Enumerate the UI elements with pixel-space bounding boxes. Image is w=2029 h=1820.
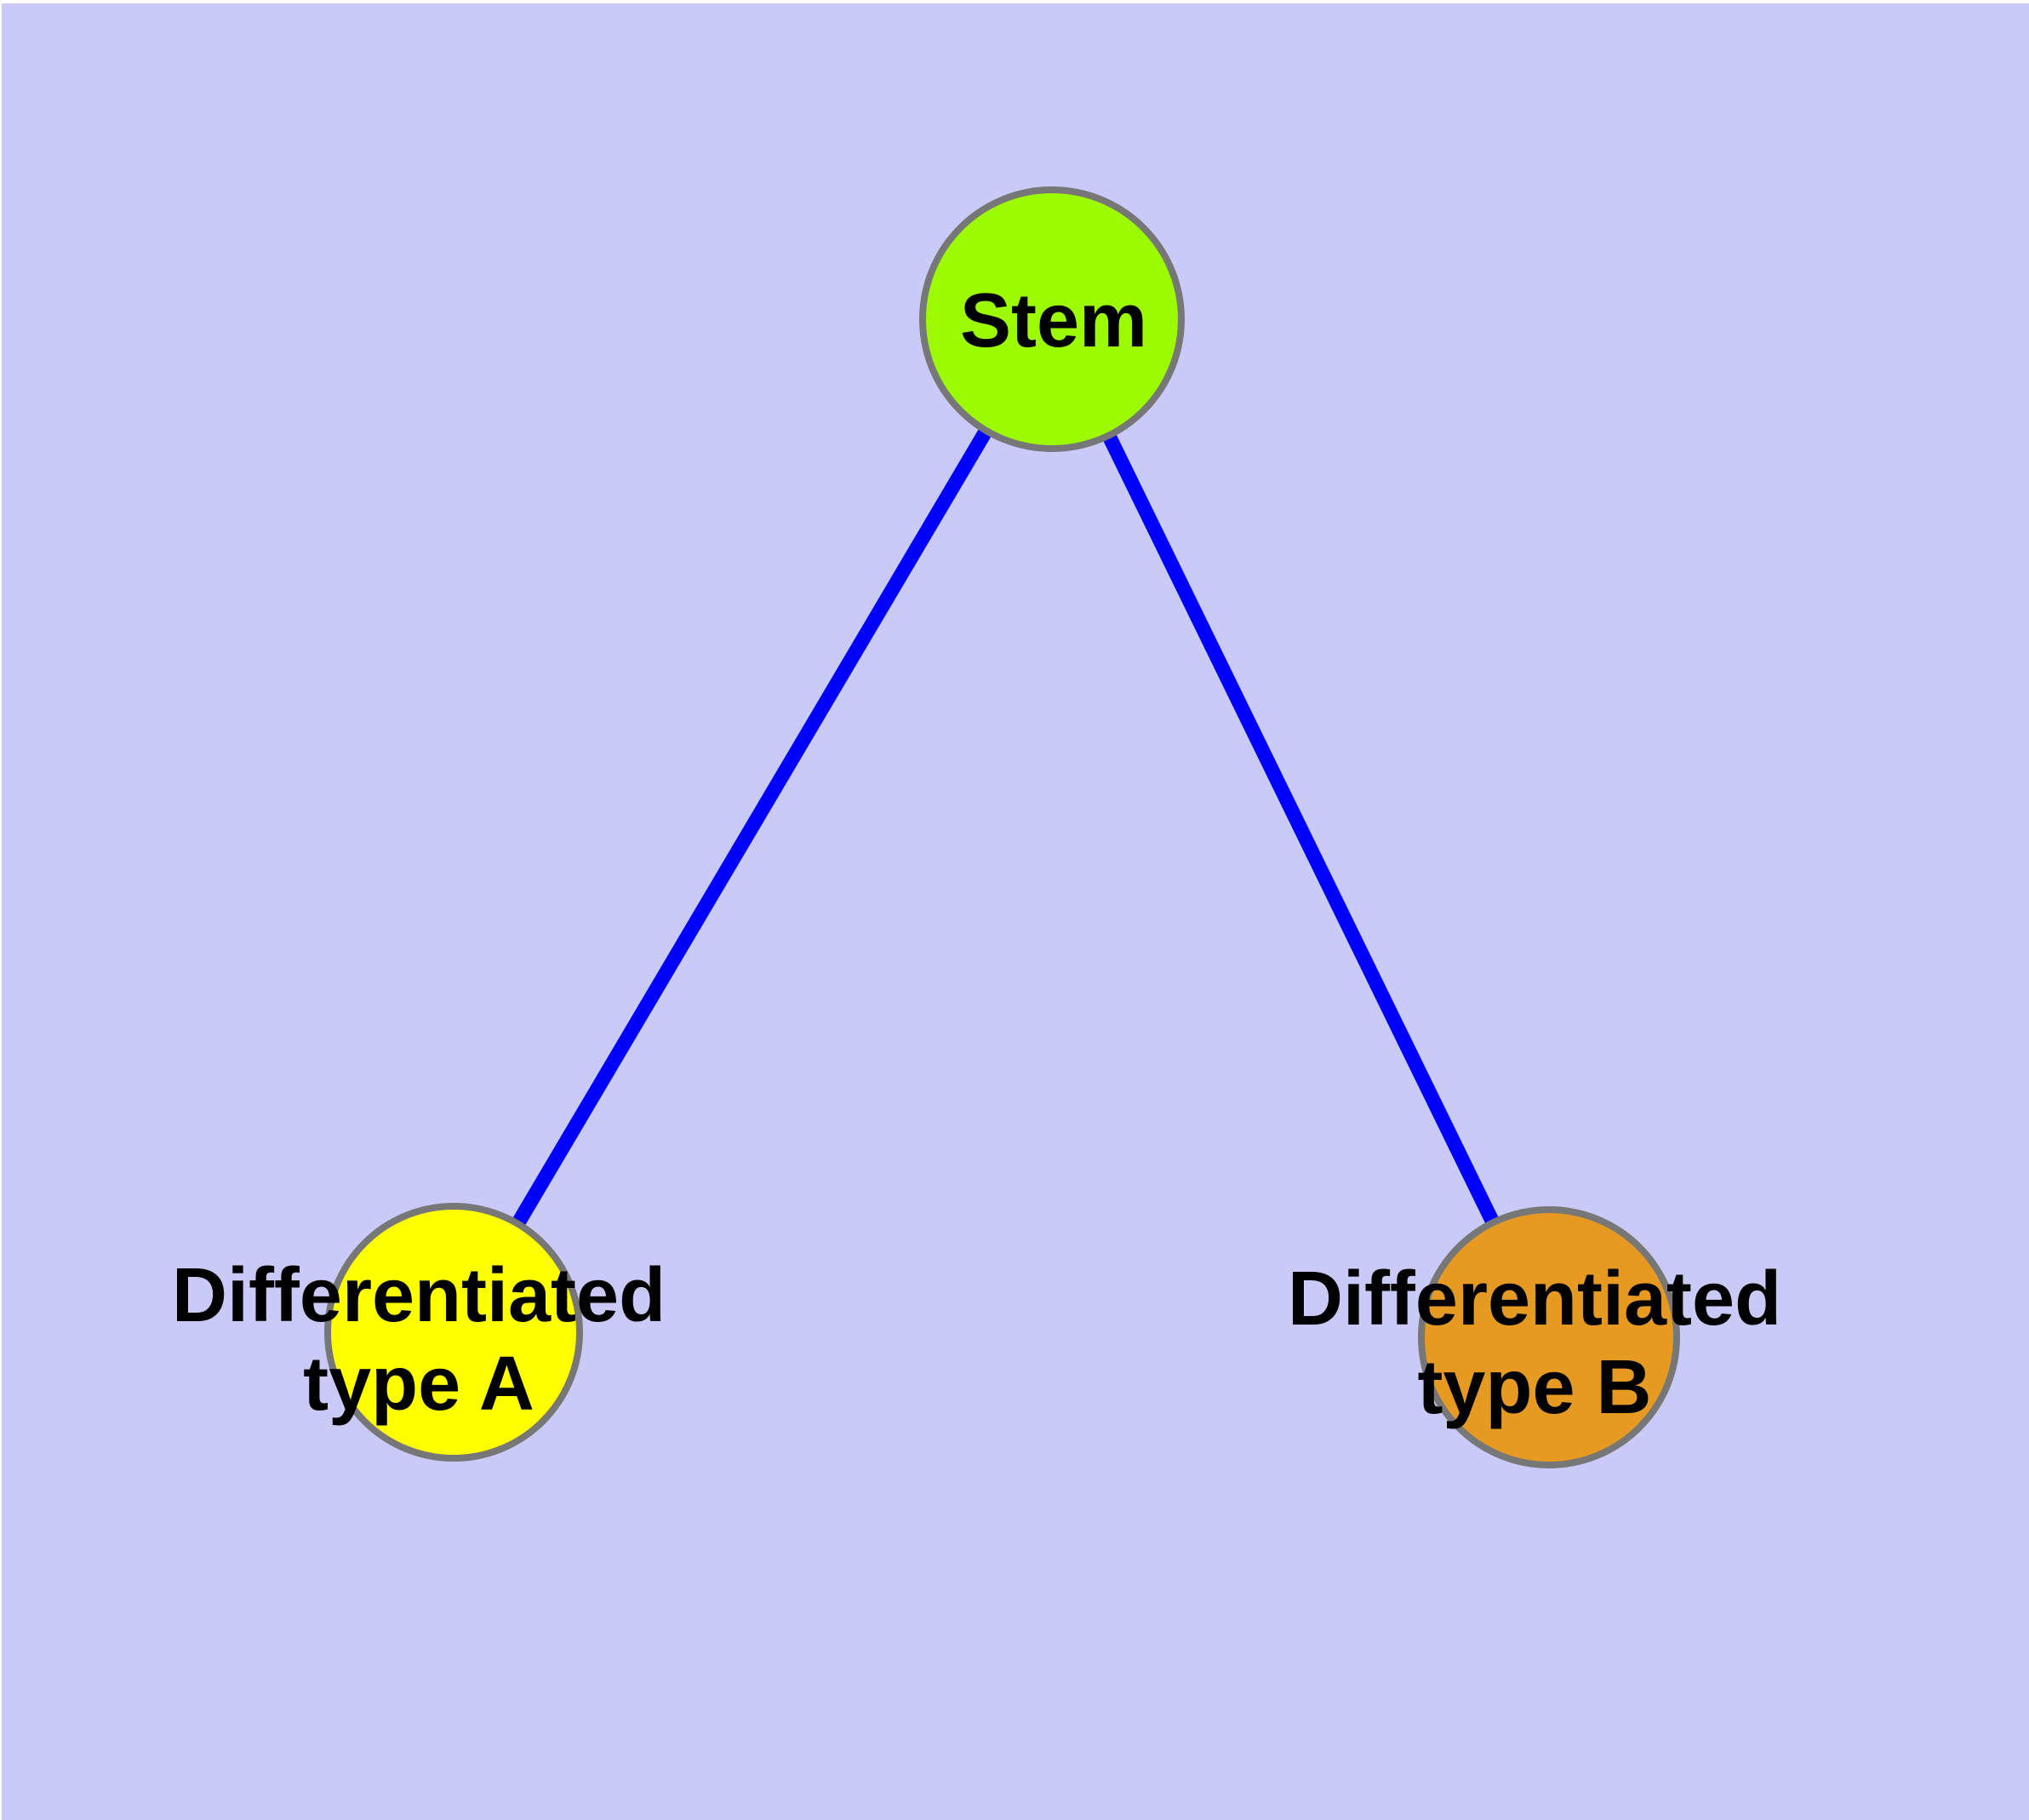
node-stem-circle (919, 186, 1185, 452)
edges (447, 315, 1556, 1341)
node-type-a-circle (324, 1203, 583, 1462)
edge-stem-to-type-b (1045, 316, 1556, 1341)
edge-stem-to-type-a (447, 315, 1059, 1336)
nodes (324, 186, 1680, 1468)
node-type-b-circle (1418, 1206, 1680, 1468)
